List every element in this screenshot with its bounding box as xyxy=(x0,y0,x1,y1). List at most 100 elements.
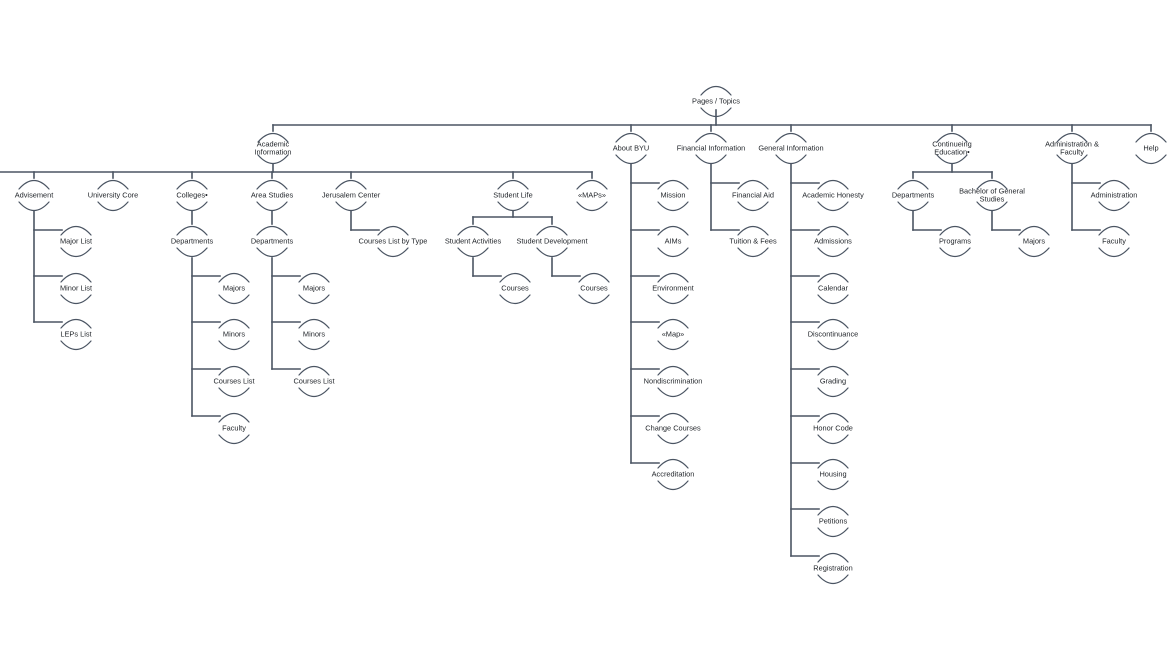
node-bottom-arc xyxy=(657,247,689,258)
node-label: LEPs List xyxy=(60,329,91,338)
node-petitions: Petitions xyxy=(817,505,849,538)
node-bottom-arc xyxy=(817,574,849,585)
node-bottom-arc xyxy=(737,247,769,258)
node-top-arc xyxy=(657,412,689,423)
node-bottom-arc xyxy=(499,294,531,305)
node-advisement: Advisement xyxy=(15,179,53,212)
node-housing: Housing xyxy=(817,458,849,491)
node-top-arc xyxy=(499,272,531,283)
node-faculty: Faculty xyxy=(1098,225,1130,258)
node-bottom-arc xyxy=(298,340,330,351)
node-tuition-fees: Tuition & Fees xyxy=(729,225,777,258)
node-label: Registration xyxy=(813,563,852,572)
node-bottom-arc xyxy=(576,201,608,212)
node-label: General Information xyxy=(758,143,823,152)
node-label: Honor Code xyxy=(813,423,853,432)
node-top-arc xyxy=(218,318,250,329)
node-bottom-arc xyxy=(18,201,50,212)
node-label: Student Life xyxy=(493,190,532,199)
node-label: Information xyxy=(255,147,292,156)
node-label: University Core xyxy=(88,190,139,199)
node-top-arc xyxy=(737,179,769,190)
node-label: Majors xyxy=(223,283,245,292)
node-pages-topics: Pages / Topics xyxy=(692,85,740,118)
node-student-development: Student Development xyxy=(516,225,588,258)
node-bottom-arc xyxy=(657,201,689,212)
node-top-arc xyxy=(737,225,769,236)
node-minor-list: Minor List xyxy=(60,272,92,305)
node-student-life: Student Life xyxy=(493,179,533,212)
node-bottom-arc xyxy=(218,387,250,398)
node-top-arc xyxy=(257,132,289,143)
node-top-arc xyxy=(817,225,849,236)
node-top-arc xyxy=(176,179,208,190)
node-top-arc xyxy=(817,318,849,329)
node-bottom-arc xyxy=(817,201,849,212)
node-academic-honesty: Academic Honesty xyxy=(802,179,864,212)
node-top-arc xyxy=(1098,179,1130,190)
node-top-arc xyxy=(700,85,732,96)
node-bottom-arc xyxy=(1056,154,1088,165)
node-bottom-arc xyxy=(257,154,289,165)
node-top-arc xyxy=(817,458,849,469)
node-top-arc xyxy=(657,365,689,376)
node-label: Change Courses xyxy=(645,423,701,432)
node-top-arc xyxy=(775,132,807,143)
node-accreditation: Accreditation xyxy=(652,458,694,491)
node-top-arc xyxy=(335,179,367,190)
node-activities-courses: Courses xyxy=(499,272,531,305)
node-area-courses-list: Courses List xyxy=(293,365,335,398)
node-bottom-arc xyxy=(817,387,849,398)
node-top-arc xyxy=(60,225,92,236)
node-label: Major List xyxy=(60,236,92,245)
node-label: Calendar xyxy=(818,283,849,292)
node-label: Minors xyxy=(223,329,245,338)
node-colleges-departments: Departments xyxy=(171,225,213,258)
node-top-arc xyxy=(256,179,288,190)
node-top-arc xyxy=(18,179,50,190)
node-colleges-courses-list: Courses List xyxy=(213,365,255,398)
node-label: Financial Aid xyxy=(732,190,774,199)
node-colleges-faculty: Faculty xyxy=(218,412,250,445)
node-bottom-arc xyxy=(817,527,849,538)
node-label: Housing xyxy=(819,469,846,478)
node-label: Grading xyxy=(820,376,846,385)
node-mission: Mission xyxy=(657,179,689,212)
node-top-arc xyxy=(817,179,849,190)
node-programs: Programs xyxy=(939,225,971,258)
node-bgs-majors: Majors xyxy=(1018,225,1050,258)
node-label: Financial Information xyxy=(677,143,746,152)
node-bottom-arc xyxy=(298,294,330,305)
node-label: Bachelor of General xyxy=(959,186,1025,195)
node-about-byu: About BYU xyxy=(613,132,649,165)
node-honor-code: Honor Code xyxy=(813,412,853,445)
node-bottom-arc xyxy=(60,340,92,351)
node-bottom-arc xyxy=(737,201,769,212)
node-student-activities: Student Activities xyxy=(445,225,501,258)
node-label: Courses List xyxy=(293,376,334,385)
node-top-arc xyxy=(936,132,968,143)
node-label: Petitions xyxy=(819,516,848,525)
node-label: Academic xyxy=(257,139,290,148)
node-bottom-arc xyxy=(457,247,489,258)
node-university-core: University Core xyxy=(88,179,139,212)
node-top-arc xyxy=(536,225,568,236)
node-top-arc xyxy=(256,225,288,236)
node-bottom-arc xyxy=(817,294,849,305)
node-colleges-minors: Minors xyxy=(218,318,250,351)
node-help: Help xyxy=(1135,132,1167,165)
node-label: Student Development xyxy=(516,236,587,245)
node-label: Courses List by Type xyxy=(359,236,428,245)
node-bottom-arc xyxy=(700,107,732,118)
node-top-arc xyxy=(897,179,929,190)
node-top-arc xyxy=(298,365,330,376)
node-bottom-arc xyxy=(176,201,208,212)
node-label: Departments xyxy=(251,236,294,245)
node-bottom-arc xyxy=(817,247,849,258)
node-bottom-arc xyxy=(97,201,129,212)
node-admissions: Admissions xyxy=(814,225,852,258)
node-bottom-arc xyxy=(657,340,689,351)
